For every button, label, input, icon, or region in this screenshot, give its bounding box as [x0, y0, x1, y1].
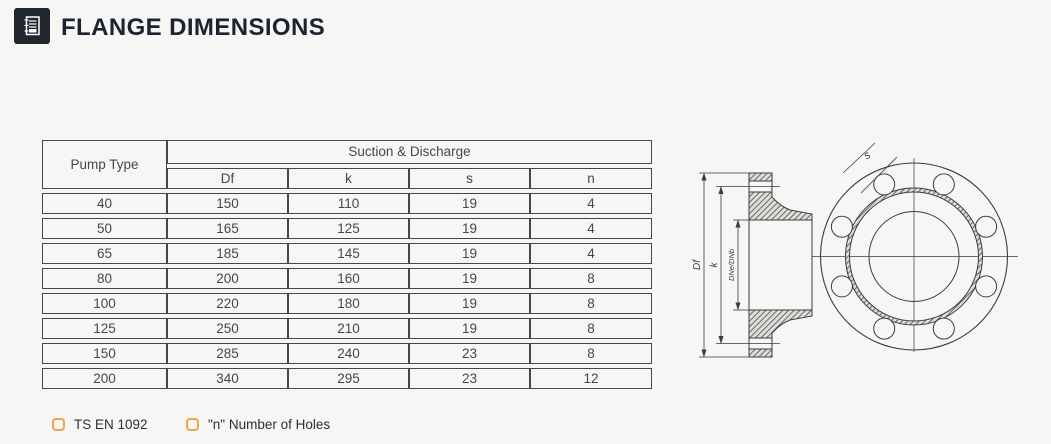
cell-df: 285 [167, 343, 288, 364]
dim-label-bore: DNe/DNb [727, 249, 736, 281]
cell-df: 165 [167, 218, 288, 239]
dim-label-s: s [862, 149, 874, 162]
cell-pump-type: 200 [42, 368, 167, 389]
cell-k: 210 [288, 318, 409, 339]
table-row: 40 150 110 19 4 [42, 193, 652, 214]
cell-k: 295 [288, 368, 409, 389]
cell-n: 8 [530, 293, 652, 314]
notebook-icon-glyph [24, 16, 40, 36]
table-row: 65 185 145 19 4 [42, 243, 652, 264]
cell-df: 185 [167, 243, 288, 264]
table-row: 200 340 295 23 12 [42, 368, 652, 389]
col-header-df: Df [167, 168, 288, 189]
cell-df: 150 [167, 193, 288, 214]
cell-pump-type: 80 [42, 268, 167, 289]
dim-label-k: k [709, 262, 720, 268]
flange-dimensions-table: Pump Type Suction & Discharge Df k s n 4… [42, 136, 652, 393]
col-header-suction-discharge: Suction & Discharge [167, 140, 652, 164]
cell-s: 23 [409, 343, 530, 364]
cell-n: 8 [530, 268, 652, 289]
flange-technical-drawing: Df k DNe/DNb [692, 142, 1018, 358]
cell-pump-type: 65 [42, 243, 167, 264]
cell-k: 160 [288, 268, 409, 289]
cell-df: 250 [167, 318, 288, 339]
cell-s: 19 [409, 193, 530, 214]
footnote-standard: TS EN 1092 [52, 417, 148, 432]
cell-pump-type: 125 [42, 318, 167, 339]
cell-pump-type: 40 [42, 193, 167, 214]
page-title: FLANGE DIMENSIONS [61, 14, 326, 41]
cell-k: 240 [288, 343, 409, 364]
cell-df: 200 [167, 268, 288, 289]
cell-n: 4 [530, 218, 652, 239]
cell-n: 4 [530, 243, 652, 264]
bullet-icon [186, 418, 199, 431]
cell-pump-type: 50 [42, 218, 167, 239]
side-view-drawing: Df k DNe/DNb [692, 172, 813, 358]
cell-s: 19 [409, 293, 530, 314]
cell-n: 4 [530, 193, 652, 214]
cell-k: 110 [288, 193, 409, 214]
table-header-row-2: Df k s n [42, 168, 652, 189]
bullet-icon [52, 418, 65, 431]
cell-df: 340 [167, 368, 288, 389]
table-row: 50 165 125 19 4 [42, 218, 652, 239]
cell-pump-type: 150 [42, 343, 167, 364]
table-row: 125 250 210 19 8 [42, 318, 652, 339]
col-header-n: n [530, 168, 652, 189]
bolt-holes [830, 173, 998, 340]
cell-k: 145 [288, 243, 409, 264]
cell-n: 8 [530, 343, 652, 364]
cell-s: 19 [409, 268, 530, 289]
cell-s: 19 [409, 318, 530, 339]
notebook-icon [14, 8, 50, 44]
footnote-label: TS EN 1092 [74, 417, 148, 432]
table-header-row-1: Pump Type Suction & Discharge [42, 140, 652, 189]
cell-pump-type: 100 [42, 293, 167, 314]
dim-label-df: Df [692, 259, 703, 270]
footnote-label: "n" Number of Holes [208, 417, 331, 432]
cell-s: 19 [409, 218, 530, 239]
cell-n: 8 [530, 318, 652, 339]
table-row: 150 285 240 23 8 [42, 343, 652, 364]
cell-s: 19 [409, 243, 530, 264]
col-header-pump-type: Pump Type [42, 140, 167, 189]
front-view-drawing: s [812, 142, 1018, 352]
table-row: 80 200 160 19 8 [42, 268, 652, 289]
col-header-s: s [409, 168, 530, 189]
table-row: 100 220 180 19 8 [42, 293, 652, 314]
col-header-k: k [288, 168, 409, 189]
cell-s: 23 [409, 368, 530, 389]
cell-df: 220 [167, 293, 288, 314]
cell-k: 125 [288, 218, 409, 239]
cell-n: 12 [530, 368, 652, 389]
cell-k: 180 [288, 293, 409, 314]
footnote-holes: "n" Number of Holes [186, 417, 330, 432]
